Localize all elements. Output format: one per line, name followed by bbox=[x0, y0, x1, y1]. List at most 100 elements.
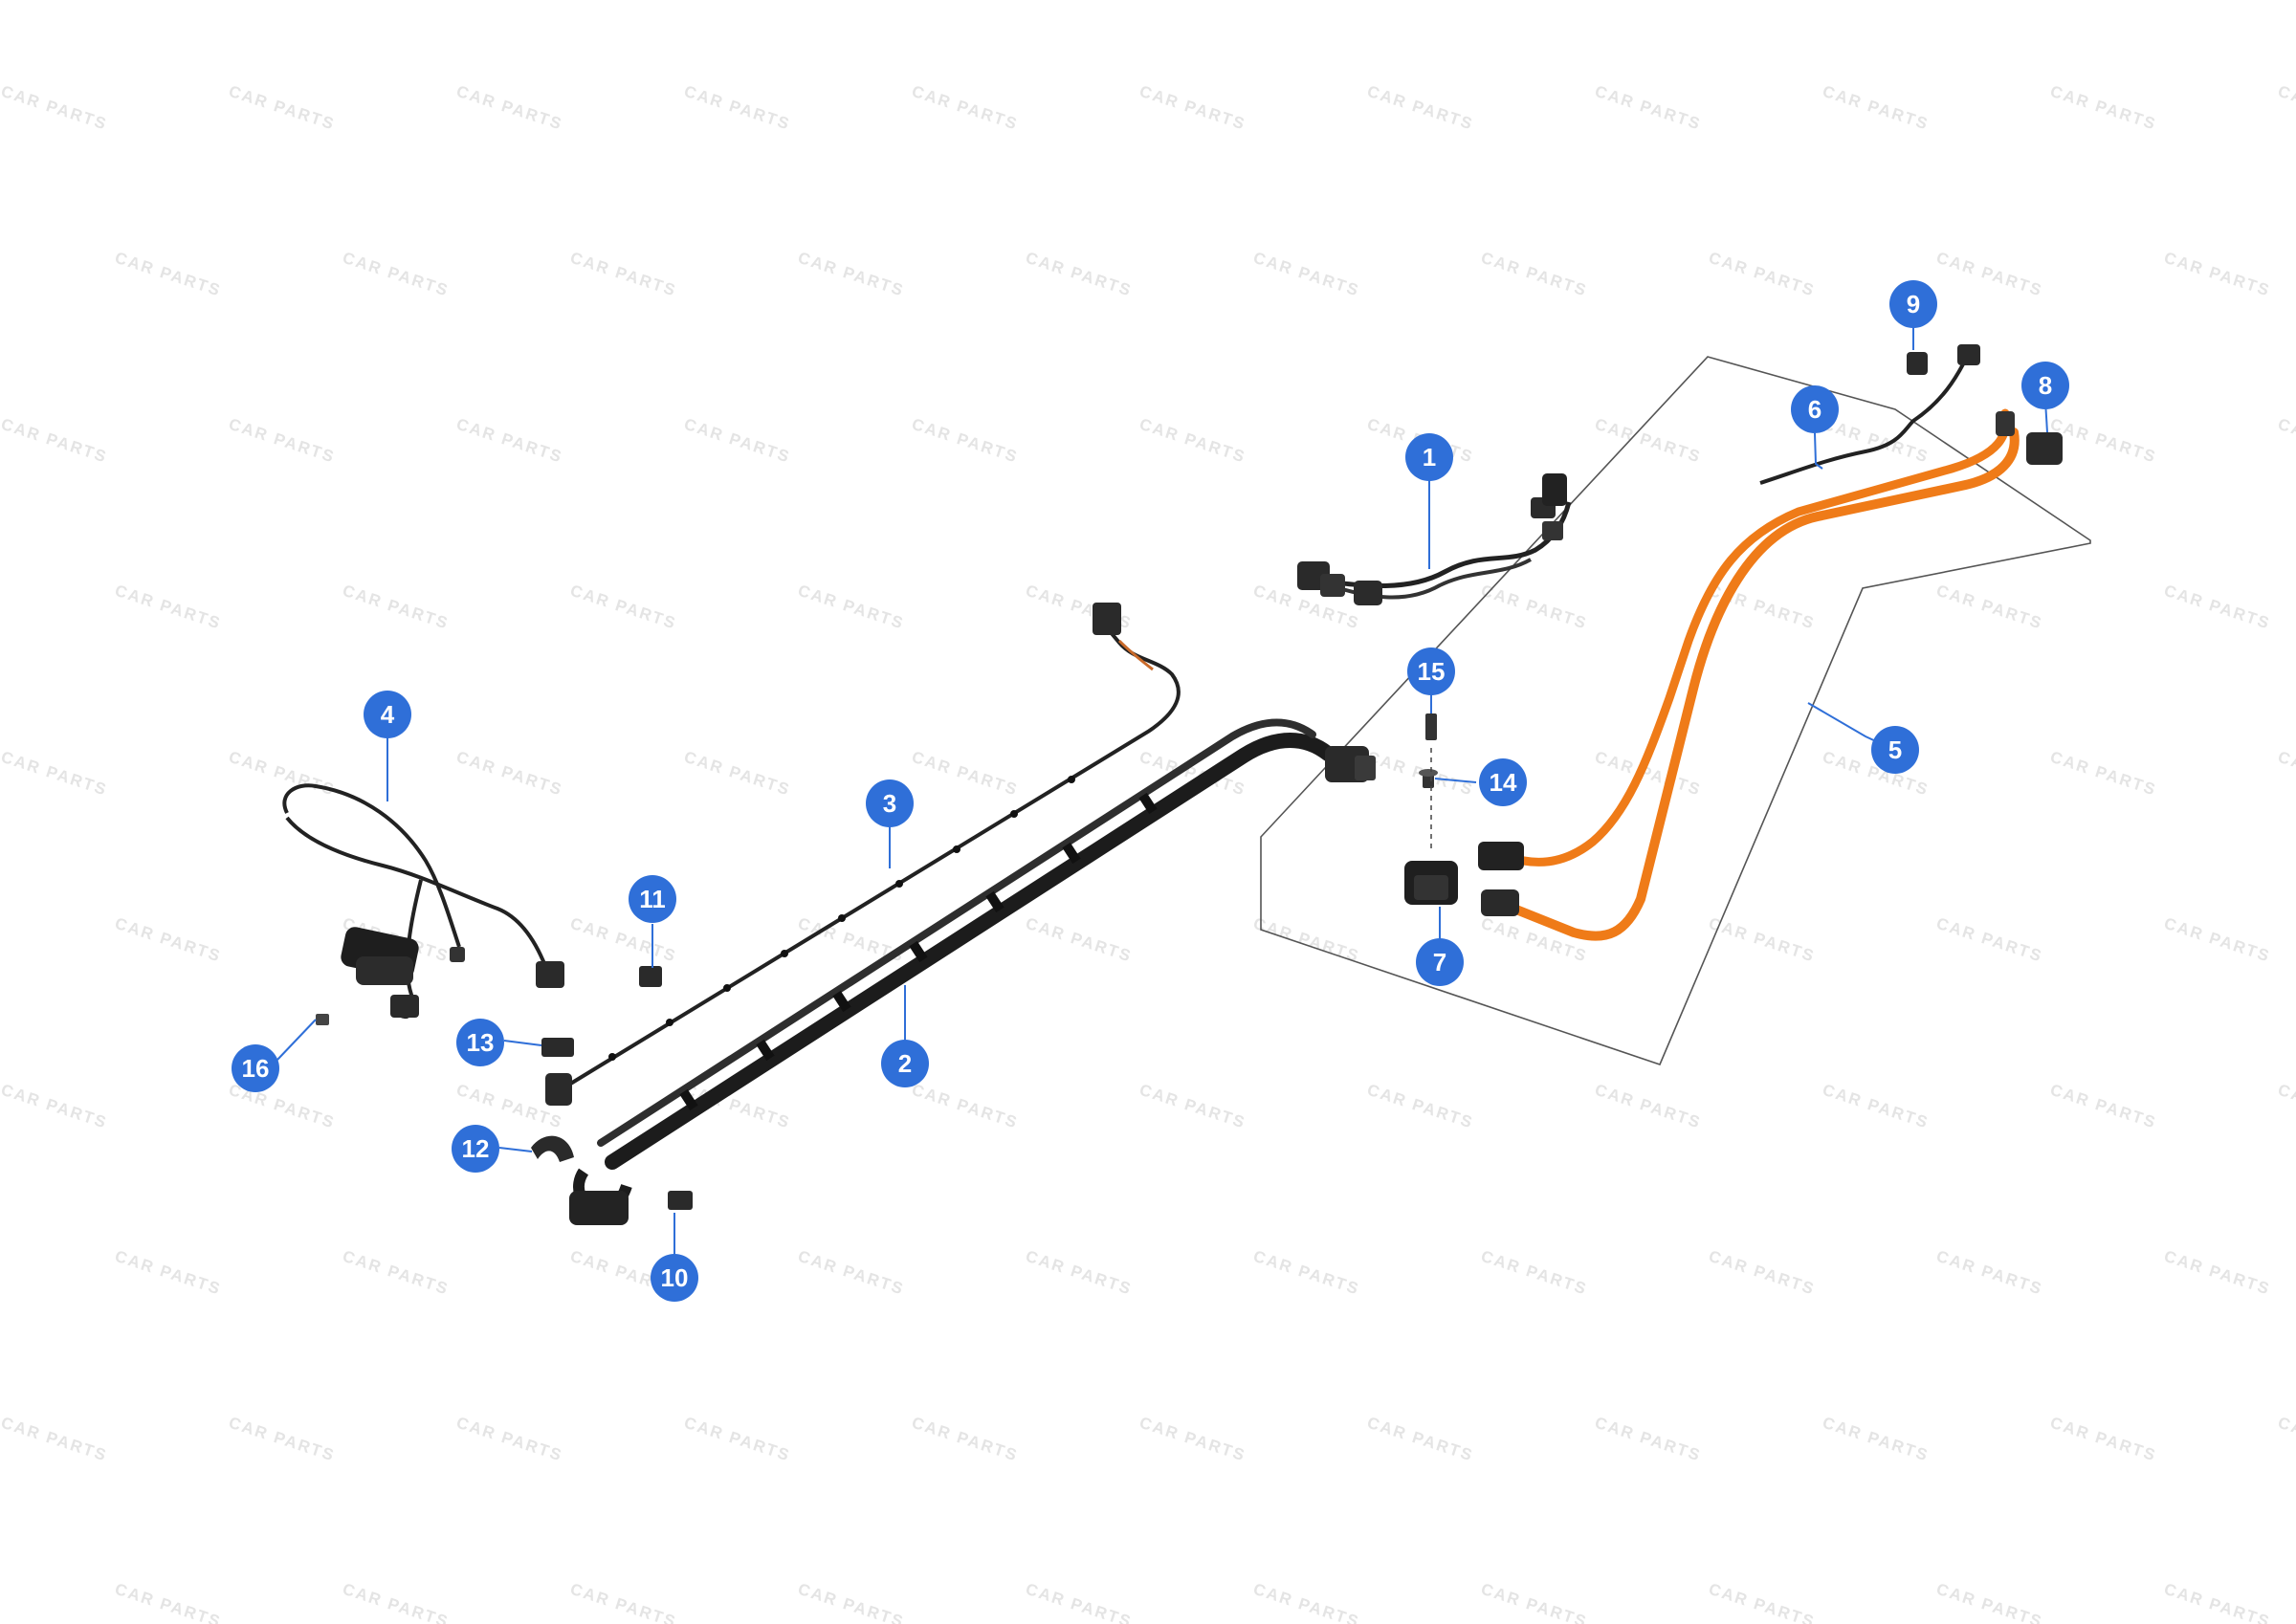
watermark-text: CAR PARTS bbox=[568, 914, 679, 966]
svg-text:13: 13 bbox=[467, 1028, 495, 1057]
watermark-text: CAR PARTS bbox=[910, 415, 1021, 467]
watermark-text: CAR PARTS bbox=[2162, 1247, 2273, 1299]
callout-10[interactable]: 10 bbox=[651, 1254, 698, 1302]
watermark-text: CAR PARTS bbox=[0, 1081, 110, 1132]
callout-9[interactable]: 9 bbox=[1889, 280, 1937, 328]
watermark-text: CAR PARTS bbox=[1593, 1081, 1704, 1132]
callout-13[interactable]: 13 bbox=[456, 1019, 504, 1066]
watermark-text: CAR PARTS bbox=[1365, 1414, 1476, 1465]
clip-part-10 bbox=[668, 1191, 693, 1210]
svg-text:8: 8 bbox=[2039, 371, 2052, 400]
watermark-text: CAR PARTS bbox=[2048, 82, 2159, 134]
watermark-text: CAR PARTS bbox=[2276, 1414, 2296, 1465]
watermark-text: CAR PARTS bbox=[2162, 582, 2273, 633]
watermark-text: CAR PARTS bbox=[113, 249, 224, 300]
watermark-text: CAR PARTS bbox=[796, 1247, 907, 1299]
svg-text:14: 14 bbox=[1490, 768, 1517, 797]
watermark-text: CAR PARTS bbox=[1137, 1081, 1248, 1132]
watermark-text: CAR PARTS bbox=[341, 1580, 452, 1624]
watermark-text: CAR PARTS bbox=[454, 415, 565, 467]
watermark-text: CAR PARTS bbox=[454, 82, 565, 134]
watermark-text: CAR PARTS bbox=[1821, 82, 1932, 134]
watermark-text: CAR PARTS bbox=[227, 415, 338, 467]
watermark-text: CAR PARTS bbox=[1251, 1580, 1362, 1624]
watermark-text: CAR PARTS bbox=[910, 1081, 1021, 1132]
nut-part-16 bbox=[316, 1014, 329, 1025]
watermark-text: CAR PARTS bbox=[1479, 1247, 1590, 1299]
watermark-text: CAR PARTS bbox=[1821, 1414, 1932, 1465]
watermark-text: CAR PARTS bbox=[1479, 582, 1590, 633]
watermark-text: CAR PARTS bbox=[796, 1580, 907, 1624]
cable-part-6 bbox=[1759, 344, 2063, 485]
watermark-text: CAR PARTS bbox=[910, 82, 1021, 134]
watermark-text: CAR PARTS bbox=[1479, 1580, 1590, 1624]
watermark-text: CAR PARTS bbox=[796, 582, 907, 633]
watermark-text: CAR PARTS bbox=[2276, 748, 2296, 800]
watermark-text: CAR PARTS bbox=[227, 82, 338, 134]
watermark-text: CAR PARTS bbox=[1137, 1414, 1248, 1465]
callout-11[interactable]: 11 bbox=[629, 875, 676, 923]
watermark-text: CAR PARTS bbox=[1707, 1247, 1818, 1299]
watermark-text: CAR PARTS bbox=[1137, 82, 1248, 134]
watermark-text: CAR PARTS bbox=[341, 249, 452, 300]
svg-text:15: 15 bbox=[1418, 657, 1446, 686]
callout-5[interactable]: 5 bbox=[1871, 726, 1919, 774]
callout-3[interactable]: 3 bbox=[866, 779, 914, 827]
watermark-text: CAR PARTS bbox=[1821, 1081, 1932, 1132]
watermark-text: CAR PARTS bbox=[1707, 914, 1818, 966]
watermark-text: CAR PARTS bbox=[682, 82, 793, 134]
watermark-text: CAR PARTS bbox=[227, 1414, 338, 1465]
watermark-text: CAR PARTS bbox=[2048, 415, 2159, 467]
callout-8[interactable]: 8 bbox=[2021, 362, 2069, 409]
callout-1[interactable]: 1 bbox=[1405, 433, 1453, 481]
callout-16[interactable]: 16 bbox=[232, 1044, 279, 1092]
watermark-text: CAR PARTS bbox=[0, 748, 110, 800]
callout-15[interactable]: 15 bbox=[1407, 647, 1455, 695]
callout-14[interactable]: 14 bbox=[1479, 758, 1527, 806]
watermark-text: CAR PARTS bbox=[568, 582, 679, 633]
watermark-text: CAR PARTS bbox=[1024, 914, 1135, 966]
callout-7[interactable]: 7 bbox=[1416, 938, 1464, 986]
watermark-text: CAR PARTS bbox=[1593, 82, 1704, 134]
clip-part-13 bbox=[541, 1038, 574, 1057]
watermark-text: CAR PARTS bbox=[1593, 415, 1704, 467]
kit-outline bbox=[1260, 356, 2091, 1065]
watermark-text: CAR PARTS bbox=[1024, 249, 1135, 300]
watermark-text: CAR PARTS bbox=[568, 249, 679, 300]
watermark-text: CAR PARTS bbox=[454, 1414, 565, 1465]
watermark-text: CAR PARTS bbox=[682, 415, 793, 467]
watermark-text: CAR PARTS bbox=[113, 1247, 224, 1299]
svg-text:4: 4 bbox=[381, 700, 395, 729]
watermark-text: CAR PARTS bbox=[1934, 249, 2045, 300]
callout-4[interactable]: 4 bbox=[364, 691, 411, 738]
svg-text:12: 12 bbox=[462, 1134, 490, 1163]
callout-2[interactable]: 2 bbox=[881, 1040, 929, 1087]
watermark-text: CAR PARTS bbox=[0, 415, 110, 467]
watermark-text: CAR PARTS bbox=[0, 82, 110, 134]
clip-part-12 bbox=[531, 1135, 574, 1162]
watermark-text: CAR PARTS bbox=[796, 249, 907, 300]
watermark-text: CAR PARTS bbox=[2276, 415, 2296, 467]
svg-text:16: 16 bbox=[242, 1054, 270, 1083]
svg-text:10: 10 bbox=[661, 1263, 689, 1292]
watermark-text: CAR PARTS bbox=[113, 582, 224, 633]
watermark-text: CAR PARTS bbox=[1934, 914, 2045, 966]
watermark-text: CAR PARTS bbox=[1593, 1414, 1704, 1465]
watermark-text: CAR PARTS bbox=[1479, 249, 1590, 300]
clip-part-11 bbox=[639, 966, 662, 987]
callout-6[interactable]: 6 bbox=[1791, 385, 1839, 433]
callout-12[interactable]: 12 bbox=[452, 1125, 499, 1173]
bolt-part-14 bbox=[1419, 769, 1438, 788]
watermark-text: CAR PARTS bbox=[2276, 1081, 2296, 1132]
harness-part-3 bbox=[545, 603, 1181, 1106]
svg-text:9: 9 bbox=[1907, 290, 1920, 318]
watermark-text: CAR PARTS bbox=[454, 748, 565, 800]
svg-text:3: 3 bbox=[883, 789, 896, 818]
watermark-text: CAR PARTS bbox=[341, 1247, 452, 1299]
leader-lines bbox=[276, 323, 2048, 1262]
watermark-text: CAR PARTS bbox=[682, 748, 793, 800]
harness-part-1 bbox=[1297, 473, 1572, 605]
watermark-text: CAR PARTS bbox=[1024, 1247, 1135, 1299]
watermark-text: CAR PARTS bbox=[1251, 249, 1362, 300]
